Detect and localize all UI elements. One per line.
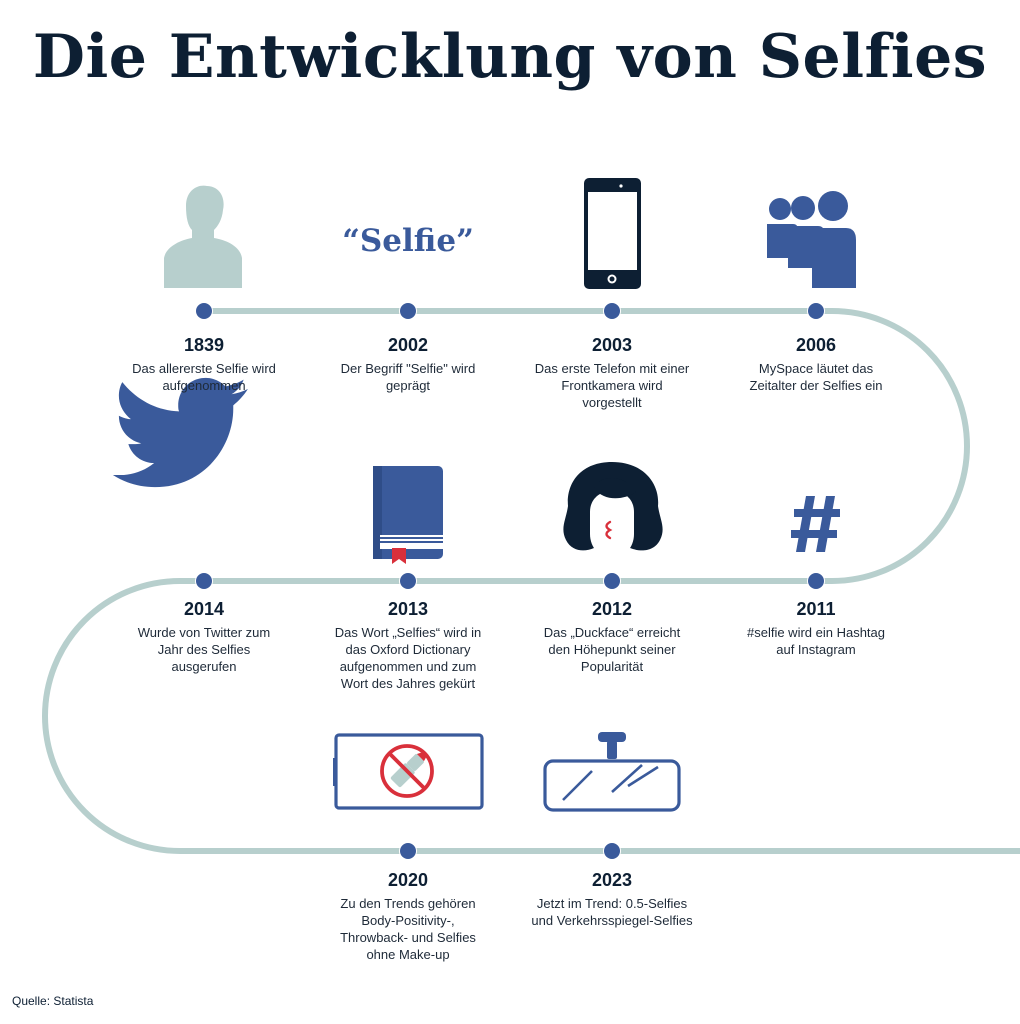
book-icon [373,466,443,564]
selfie-word-icon: “Selfie” [342,223,474,259]
event-year-2013: 2013 [387,599,429,619]
phone-icon [584,178,641,289]
source-note: Quelle: Statista [12,994,94,1008]
silhouette-icon [164,185,242,288]
timeline-line [42,308,1020,854]
rearview-mirror-icon [543,732,681,812]
event-year-2002: 2002 [387,335,429,355]
event-year-2006: 2006 [795,335,837,355]
twitter-bird-icon [112,377,248,488]
event-year-2023: 2023 [591,870,633,890]
node-dot [604,303,620,319]
hashtag-icon [791,496,840,552]
event-text-2020: Zu den Trends gehören Body-Positivity-, … [340,896,476,962]
timeline-nodes [195,302,825,860]
no-makeup-phone-icon [333,733,484,810]
event-text-2006: MySpace läutet das Zeitalter der Selfies… [749,361,883,393]
page-title: Die Entwicklung von Selfies [32,22,988,92]
event-year-2014: 2014 [183,599,225,619]
event-year-1839: 1839 [183,335,225,355]
event-text-2002: Der Begriff "Selfie" wird geprägt [340,361,476,393]
node-dot [808,573,824,589]
node-dot [196,303,212,319]
node-dot [400,843,416,859]
myspace-icon [767,191,856,288]
node-dot [400,303,416,319]
duckface-icon [563,462,663,558]
node-dot [400,573,416,589]
node-dot [196,573,212,589]
event-text-2013: Das Wort „Selfies“ wird in das Oxford Di… [334,625,482,691]
event-text-2011: #selfie wird ein Hashtag auf Instagram [746,625,886,657]
event-text-2023: Jetzt im Trend: 0.5-Selfies und Verkehrs… [531,896,693,928]
event-text-2014: Wurde von Twitter zum Jahr des Selfies a… [137,625,271,674]
event-text-1839: Das allererste Selfie wird aufgenommen [132,361,276,393]
node-dot [604,843,620,859]
event-text-2003: Das erste Telefon mit einer Frontkamera … [534,361,690,410]
node-dot [604,573,620,589]
event-year-2011: 2011 [796,599,836,619]
node-dot [808,303,824,319]
event-text-2012: Das „Duckface“ erreicht den Höhepunkt se… [543,625,681,674]
event-year-2012: 2012 [591,599,633,619]
event-year-2020: 2020 [387,870,429,890]
event-year-2003: 2003 [591,335,633,355]
